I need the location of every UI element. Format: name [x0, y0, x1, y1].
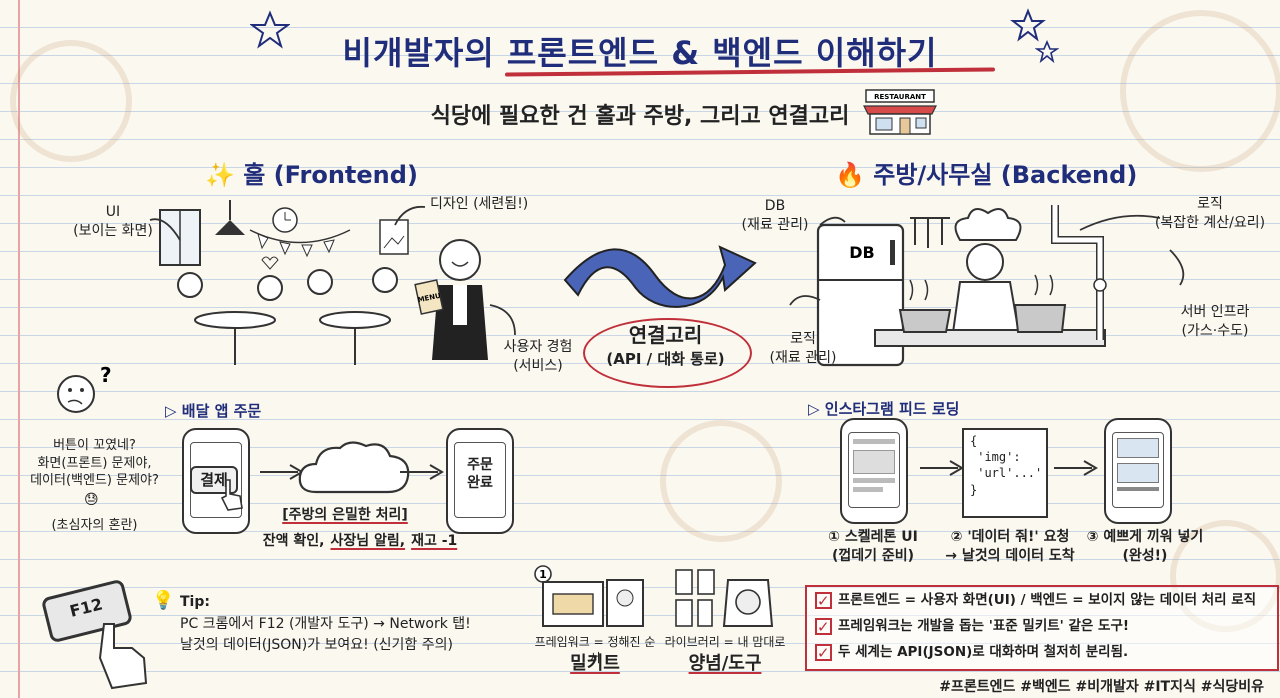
instagram-step-3: ③ 예쁘게 끼워 넣기 (완성!) [1086, 529, 1204, 564]
tip-line-2: 날것의 데이터(JSON)가 보여요! (신기함 주의) [180, 637, 453, 653]
meal-kit-illustration: 1 [534, 565, 644, 627]
logic-top-label: 로직 (복잡한 계산/요리) [1154, 196, 1266, 231]
star-icon [1035, 40, 1059, 64]
checkbox-checked-icon [815, 614, 832, 640]
fire-icon: 🔥 [835, 161, 865, 189]
infra-label: 서버 인프라 (가스·수도) [1180, 304, 1250, 339]
connector-ellipse [583, 318, 752, 388]
delivery-heading: ▷ 배달 앱 주문 [165, 402, 262, 420]
connector-subtitle: (API / 대화 통로) [606, 350, 725, 368]
bulb-icon: 💡 [152, 590, 175, 611]
arrow-right-icon [400, 464, 444, 480]
star-icon [250, 10, 290, 49]
connector-title: 연결고리 [628, 323, 703, 347]
confused-caption: (초심자의 혼란) [51, 518, 138, 533]
checklist-item: 두 세계는 API(JSON)로 대화하며 철저히 분리됨. [807, 639, 1277, 666]
restaurant-sign-text: RESTAURANT [874, 93, 926, 101]
library-caption: 라이브러리 = 내 맘대로 [664, 635, 786, 649]
checkbox-checked-icon [815, 640, 832, 666]
arrow-right-icon [920, 460, 964, 476]
instagram-step-1: ① 스켈레톤 UI (껍데기 준비) [828, 529, 918, 564]
coffee-stain [10, 40, 132, 162]
checkbox-checked-icon [815, 588, 832, 614]
complete-feed-phone [1104, 418, 1172, 524]
tip-heading: Tip: [180, 594, 210, 610]
framework-name: 밀키트 [570, 653, 620, 674]
confused-face-icon: ? [57, 363, 112, 413]
notebook-margin-line [18, 0, 20, 698]
sparkle-icon: ✨ [205, 161, 235, 189]
tip-line-1: PC 크롬에서 F12 (개발자 도구) → Network 탭! [180, 616, 471, 632]
order-done-text: 주문 완료 [467, 457, 493, 492]
delivery-steps: 잔액 확인, 사장님 알림, 재고 -1 [240, 530, 480, 550]
seasoning-tools-illustration [675, 569, 774, 627]
kitchen-secret-text: [주방의 은밀한 처리] [282, 507, 408, 523]
logic-left-label: 로직 (재료 관리) [769, 331, 837, 366]
delivery-step: 잔액 확인, [262, 533, 325, 549]
checklist-item: 프레임워크는 개발을 돕는 '표준 밀키트' 같은 도구! [807, 613, 1277, 640]
library-name: 양념/도구 [688, 653, 762, 674]
play-triangle-icon: ▷ [165, 402, 177, 420]
pointing-hand-icon [220, 479, 243, 511]
ui-label: UI (보이는 화면) [73, 204, 153, 239]
play-triangle-icon: ▷ [808, 400, 820, 418]
delivery-step: 재고 -1 [411, 533, 458, 549]
checklist-item: 프론트엔드 = 사용자 화면(UI) / 백엔드 = 보이지 않는 데이터 처리… [807, 587, 1277, 614]
hashtags: #프론트엔드 #백엔드 #비개발자 #IT지식 #식당비유 [939, 679, 1264, 695]
restaurant-icon: RESTAURANT [863, 89, 937, 135]
cloud-icon [298, 441, 410, 494]
ux-label: 사용자 경험 (서비스) [503, 339, 573, 374]
summary-checklist: 프론트엔드 = 사용자 화면(UI) / 백엔드 = 보이지 않는 데이터 처리… [805, 585, 1279, 671]
delivery-phone-right [446, 428, 514, 534]
instagram-step-2: ② '데이터 줘!' 요청 → 날것의 데이터 도착 [945, 529, 1075, 564]
backend-arrows [789, 214, 1185, 306]
page-title: 비개발자의 프론트엔드 & 백엔드 이해하기 [342, 34, 938, 72]
design-label: 디자인 (세련됨!) [430, 196, 529, 212]
db-label: DB (재료 관리) [741, 198, 809, 233]
pay-button[interactable]: 결제 [190, 466, 238, 494]
arrow-right-icon [1054, 460, 1098, 476]
coffee-stain [1120, 10, 1280, 172]
framework-caption: 프레임워크 = 정해진 순서 [534, 635, 656, 666]
svg-text:?: ? [100, 363, 112, 387]
confused-text: 버튼이 꼬였네? 화면(프론트) 문제야, 데이터(백엔드) 문제야? [30, 438, 159, 489]
backend-heading: 🔥 주방/사무실 (Backend) [835, 161, 1138, 189]
framework-number: 1 [539, 568, 547, 581]
frontend-arrows [149, 205, 516, 336]
frontend-hall-scene: MENU [159, 200, 488, 365]
delivery-step: 사장님 알림, [330, 533, 406, 549]
skeleton-phone [840, 418, 908, 524]
backend-kitchen-scene: DB [816, 205, 1107, 367]
coffee-stain [660, 420, 782, 542]
sweat-face-icon: 😓 [84, 492, 99, 508]
star-icon [1010, 8, 1046, 42]
api-wave-arrow [563, 245, 757, 308]
json-text: { 'img': 'url'...' } [970, 434, 1043, 497]
pressing-hand-icon [98, 623, 148, 690]
instagram-heading: ▷ 인스타그램 피드 로딩 [808, 400, 960, 418]
frontend-heading: ✨ 홀 (Frontend) [205, 161, 418, 189]
page-subtitle: 식당에 필요한 건 홀과 주방, 그리고 연결고리 [430, 104, 850, 129]
fridge-db-text: DB [849, 243, 874, 262]
json-document [962, 428, 1048, 518]
